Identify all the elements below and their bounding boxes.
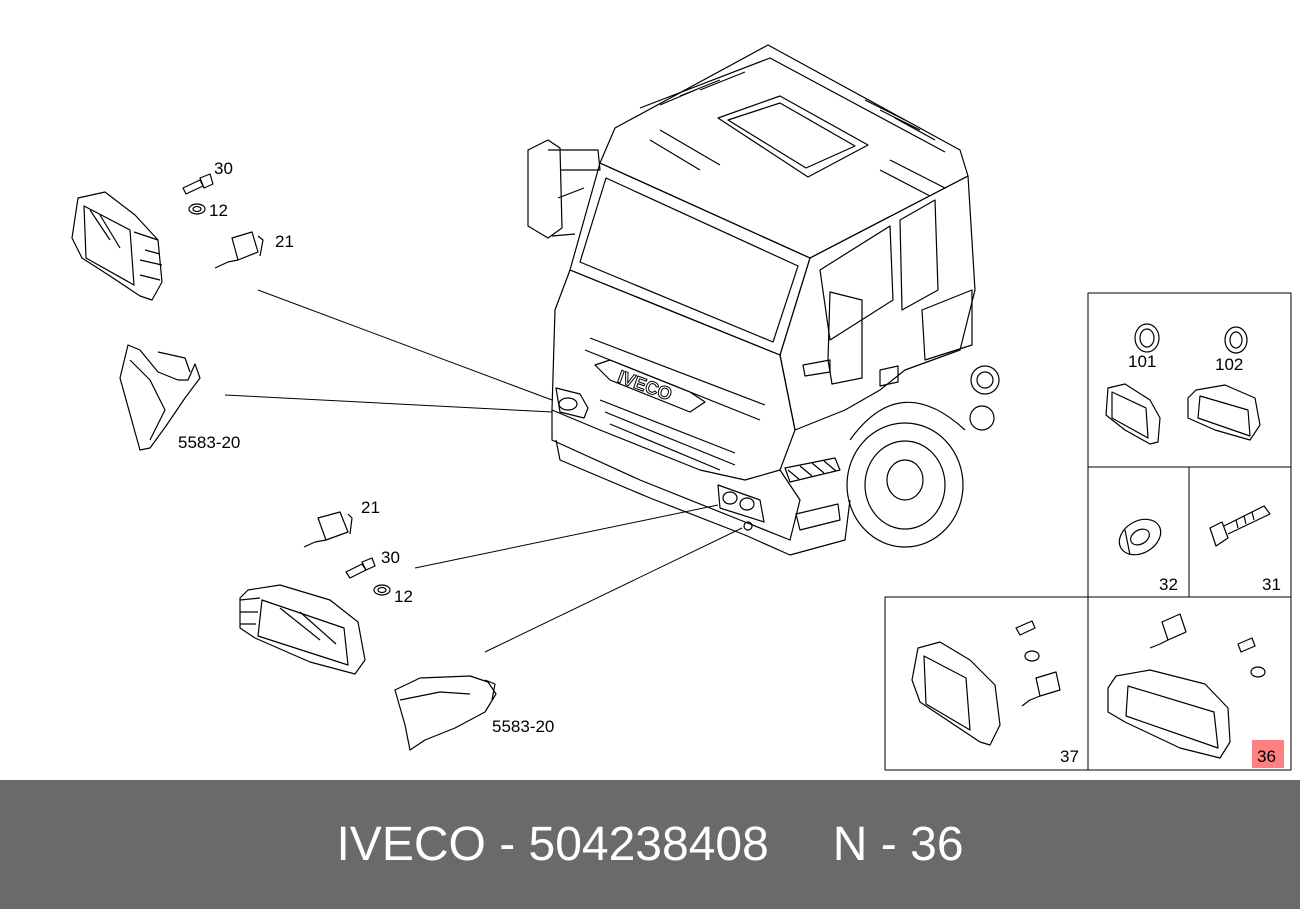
- footer-separator: -: [499, 818, 516, 871]
- bottom-bulb: [303, 511, 353, 548]
- inset-screw: [1209, 505, 1271, 547]
- label-bottom-ring: 12: [394, 587, 413, 606]
- truck-cab-drawing: IVECO: [527, 44, 1000, 556]
- highlight-box: [1252, 740, 1284, 768]
- bottom-corner-lamp: [394, 675, 497, 751]
- footer-position-group: N - 36: [833, 817, 964, 872]
- label-top-bulb: 21: [275, 232, 294, 251]
- bottom-bolt: [345, 557, 376, 579]
- top-corner-lamp: [119, 344, 201, 451]
- bottom-sealing-ring: [373, 584, 391, 596]
- inset-ring-101: [1134, 323, 1160, 353]
- inset-left-assembly: [911, 620, 1061, 746]
- label-inset-31: 31: [1262, 575, 1281, 594]
- part-info-footer: IVECO - 504238408 N - 36: [0, 780, 1300, 909]
- inset-right-assembly: [1107, 613, 1266, 759]
- bottom-headlamp-unit: [239, 584, 366, 675]
- exploded-parts-diagram: IVECO: [71, 44, 1292, 771]
- footer-part-group: IVECO - 504238408: [336, 817, 768, 872]
- label-top-corner: 5583-20: [178, 433, 240, 452]
- footer-part-number: 504238408: [528, 818, 769, 871]
- top-bulb: [214, 231, 264, 269]
- label-inset-36: 36: [1257, 747, 1276, 766]
- label-top-ring: 12: [209, 201, 228, 220]
- top-headlamp-unit: [71, 191, 163, 301]
- inset-small-headlamp-right: [1187, 384, 1261, 441]
- footer-caption: IVECO - 504238408 N - 36: [0, 780, 1300, 909]
- inset-ring-102: [1224, 326, 1248, 354]
- cab-badge: IVECO: [615, 366, 674, 404]
- label-inset-32: 32: [1159, 575, 1178, 594]
- callout-labels: 30 12 21 5583-20 21 30 12 5583-20 101 10…: [178, 159, 1281, 766]
- top-bolt: [182, 173, 214, 195]
- top-sealing-ring: [188, 203, 206, 215]
- inset-small-headlamp-left: [1105, 383, 1161, 445]
- inset-panel-grid: [884, 292, 1292, 771]
- footer-brand: IVECO: [336, 818, 486, 871]
- label-inset-37: 37: [1060, 747, 1079, 766]
- footer-position: 36: [910, 818, 964, 871]
- label-inset-101: 101: [1128, 352, 1156, 371]
- inset-washer: [1118, 518, 1162, 556]
- leader-lines: [224, 289, 743, 653]
- footer-position-separator: -: [880, 818, 897, 871]
- footer-position-prefix: N: [832, 818, 868, 871]
- label-top-bolt: 30: [214, 159, 233, 178]
- label-bottom-corner: 5583-20: [492, 717, 554, 736]
- label-inset-102: 102: [1215, 355, 1243, 374]
- label-bottom-bolt: 30: [381, 548, 400, 567]
- label-bottom-bulb: 21: [361, 498, 380, 517]
